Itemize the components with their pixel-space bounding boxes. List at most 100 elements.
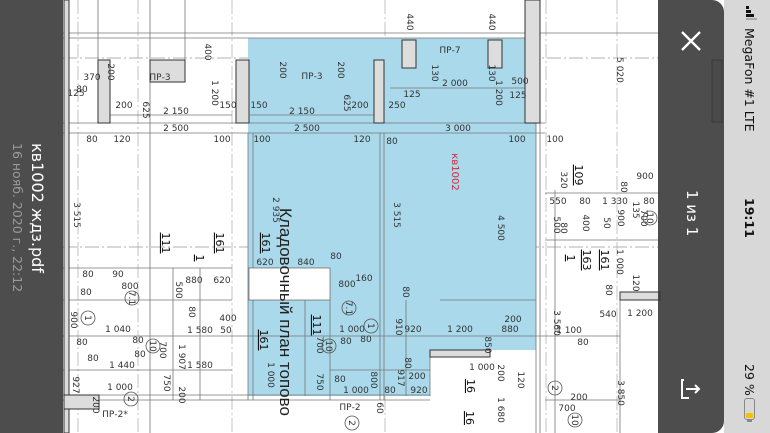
dimension-label: 1 580	[187, 361, 213, 371]
dimension-label: 800	[121, 282, 138, 292]
wall-section	[401, 39, 417, 69]
dimension-label: 5 020	[614, 57, 624, 83]
dimension-label: 700	[157, 341, 167, 358]
wall-section	[619, 291, 661, 301]
dimension-label: 80	[87, 354, 99, 364]
dimension-label: 100	[546, 135, 563, 145]
section-marker: 111	[159, 233, 172, 254]
dimension-label: 200	[570, 393, 587, 403]
dimension-label: 400	[202, 43, 212, 60]
room-marker-circle	[321, 338, 337, 354]
dimension-label: 160	[355, 274, 372, 284]
dimension-label: 320	[558, 171, 568, 188]
dimension-label: 2 150	[163, 107, 189, 117]
close-button[interactable]	[678, 28, 704, 54]
dimension-label: 80	[579, 197, 591, 207]
share-button[interactable]	[678, 376, 704, 402]
dimension-label: 1 100	[556, 326, 582, 336]
dimension-label: 1 000	[339, 325, 365, 335]
dimension-label: 80	[76, 338, 88, 348]
dimension-label: 700	[314, 336, 324, 353]
dimension-label: 1 200	[627, 309, 653, 319]
dimension-label: 80	[577, 338, 589, 348]
dimension-label: 900	[615, 209, 625, 226]
dimension-label: 100	[213, 135, 230, 145]
dimension-label: 400	[580, 214, 590, 231]
dimension-label: 1 000	[107, 383, 133, 393]
wall-section	[63, 0, 70, 433]
room-marker-circle	[145, 338, 161, 354]
document-date: 16 нояб. 2020 г., 22:12	[10, 143, 25, 293]
close-icon	[681, 31, 701, 51]
dimension-label: 3 515	[391, 202, 401, 228]
dimension-label: 80	[643, 197, 655, 207]
dimension-label: 80	[186, 306, 196, 318]
room-marker-circle	[123, 391, 139, 407]
dimension-label: 1 440	[109, 361, 135, 371]
dimension-label: 200	[351, 101, 368, 111]
room-marker-circle	[547, 380, 563, 396]
dimension-label: 60	[374, 402, 384, 414]
dimension-label: 2 500	[163, 124, 189, 134]
dimension-label: 200	[105, 63, 115, 80]
dimension-label: 4 500	[495, 215, 505, 241]
dimension-label: 50	[601, 217, 611, 229]
section-marker: 16	[463, 411, 476, 425]
dimension-label: 880	[185, 276, 202, 286]
room-marker-circle	[341, 300, 357, 316]
room-marker: 10	[569, 414, 579, 426]
wall-section	[373, 59, 385, 124]
dimension-label: 1 000	[614, 249, 624, 275]
dimension-label: 50	[220, 326, 232, 336]
dimension-label: 150	[250, 101, 267, 111]
dimension-label: 750	[161, 374, 171, 391]
battery-tip	[747, 420, 752, 422]
dimension-label: 1 000	[343, 386, 369, 396]
dimension-label: 800	[368, 371, 378, 388]
dimension-label: 100	[253, 135, 270, 145]
viewer-toolbar: 1 из 1	[658, 0, 724, 433]
dimension-label: 250	[388, 101, 405, 111]
dimension-label: 80	[400, 286, 410, 298]
dimension-label: 1 330	[602, 197, 628, 207]
dimension-label: 920	[410, 386, 427, 396]
section-marker: 161	[259, 233, 272, 254]
dimension-label: 80	[340, 337, 352, 347]
dimension-label: 1 907	[176, 344, 186, 370]
dimension-label: 120	[630, 274, 640, 291]
dimension-label: 200	[115, 101, 132, 111]
dimension-label: 80	[558, 222, 568, 234]
dimension-label: 200	[90, 396, 100, 413]
dimension-label: 125	[67, 89, 84, 99]
dimension-label: 80	[603, 284, 613, 296]
wall-section	[235, 59, 250, 124]
dimension-label: 625	[341, 94, 351, 111]
room-marker: 10	[644, 212, 654, 224]
room-marker: 2	[346, 420, 356, 426]
dimension-label: 2 150	[289, 107, 315, 117]
dimension-label: 900	[636, 172, 653, 182]
dimension-label: 200	[408, 372, 425, 382]
document-title: кв1002 ждз.pdf	[28, 143, 47, 273]
room-marker-circle	[344, 415, 360, 431]
dimension-label: 1 000	[265, 362, 275, 388]
section-marker: 109	[572, 165, 585, 186]
dimension-label: 125	[509, 91, 526, 101]
dimension-label: ПР-3	[301, 72, 322, 82]
dimension-label: 800	[338, 280, 355, 290]
dimension-label: 625	[140, 101, 150, 118]
dimension-label: 2 000	[442, 79, 468, 89]
battery-level	[746, 412, 753, 418]
room-marker: 1	[365, 323, 375, 329]
wall-section	[524, 0, 541, 124]
section-marker: 161	[598, 250, 611, 271]
dimension-label: 550	[549, 197, 566, 207]
dimension-label: 2 935	[270, 197, 280, 223]
wall-section	[487, 39, 503, 69]
dimension-label: 80	[386, 137, 398, 147]
dimension-label: 850	[482, 336, 492, 353]
dimension-label: 1 580	[187, 326, 213, 336]
dimension-label: 200	[504, 315, 521, 325]
